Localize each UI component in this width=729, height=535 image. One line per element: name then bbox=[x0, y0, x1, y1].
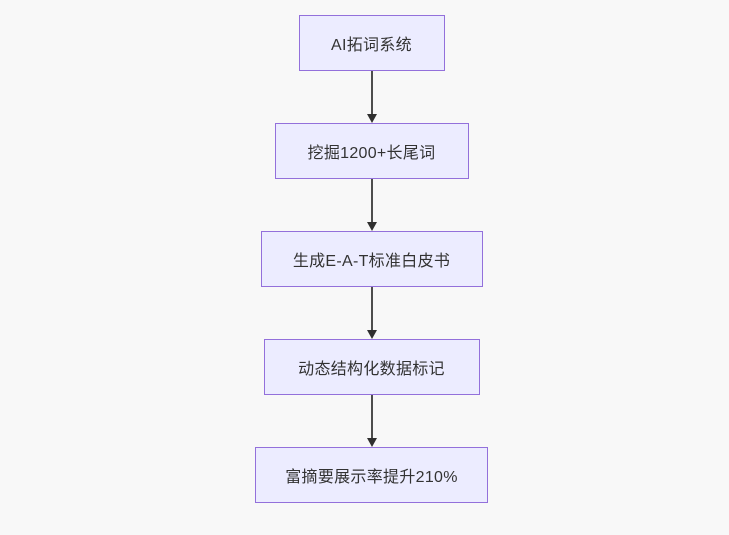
flow-node-ai-word-expansion-system: AI拓词系统 bbox=[298, 15, 445, 71]
flow-node-label: AI拓词系统 bbox=[331, 37, 412, 54]
flow-node-rich-snippet-rate-increase: 富摘要展示率提升210% bbox=[255, 447, 488, 503]
flow-node-label: 富摘要展示率提升210% bbox=[285, 469, 458, 486]
flow-node-eat-whitepaper-generation: 生成E-A-T标准白皮书 bbox=[260, 231, 483, 287]
arrowhead-down-icon bbox=[366, 438, 377, 447]
flowchart-column: AI拓词系统 挖掘1200+长尾词 生成E-A-T标准白皮书 动态结构化数据标记 bbox=[255, 15, 488, 503]
flow-arrow-3 bbox=[366, 287, 377, 339]
arrow-line bbox=[370, 287, 373, 330]
flow-node-dynamic-structured-data-markup: 动态结构化数据标记 bbox=[263, 339, 480, 395]
arrow-line bbox=[370, 179, 373, 222]
flow-node-longtail-keyword-mining: 挖掘1200+长尾词 bbox=[274, 123, 469, 179]
flow-node-label: 生成E-A-T标准白皮书 bbox=[292, 253, 451, 270]
arrow-line bbox=[370, 395, 373, 438]
flow-node-label: 动态结构化数据标记 bbox=[298, 361, 445, 378]
flow-node-label: 挖掘1200+长尾词 bbox=[307, 145, 436, 162]
flow-arrow-2 bbox=[366, 179, 377, 231]
arrowhead-down-icon bbox=[366, 330, 377, 339]
arrow-line bbox=[370, 71, 373, 114]
arrowhead-down-icon bbox=[366, 222, 377, 231]
flow-arrow-4 bbox=[366, 395, 377, 447]
flow-arrow-1 bbox=[366, 71, 377, 123]
arrowhead-down-icon bbox=[366, 114, 377, 123]
